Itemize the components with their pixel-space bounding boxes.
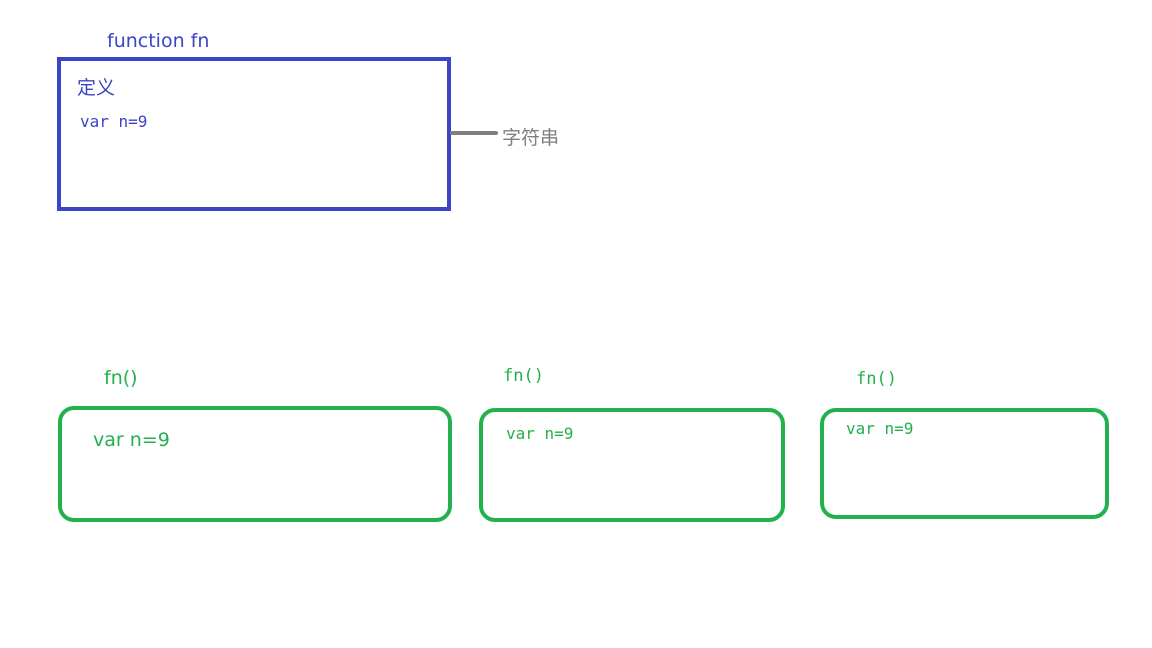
call-code-2: var n=9: [506, 424, 574, 443]
call-title-3: fn(): [856, 369, 897, 389]
call-box-3: [820, 408, 1109, 519]
definition-code: var n=9: [80, 112, 148, 131]
function-definition-title: function fn: [107, 30, 210, 52]
function-definition-box: [57, 57, 451, 211]
string-connector-line: [450, 131, 498, 135]
call-box-1: [58, 406, 452, 522]
call-code-3: var n=9: [846, 419, 914, 438]
call-title-2: fn(): [503, 366, 544, 386]
call-title-1: fn(): [104, 367, 138, 389]
definition-label: 定义: [77, 77, 116, 99]
call-code-1: var n=9: [93, 429, 170, 451]
string-label: 字符串: [502, 127, 560, 149]
call-box-2: [479, 408, 785, 522]
